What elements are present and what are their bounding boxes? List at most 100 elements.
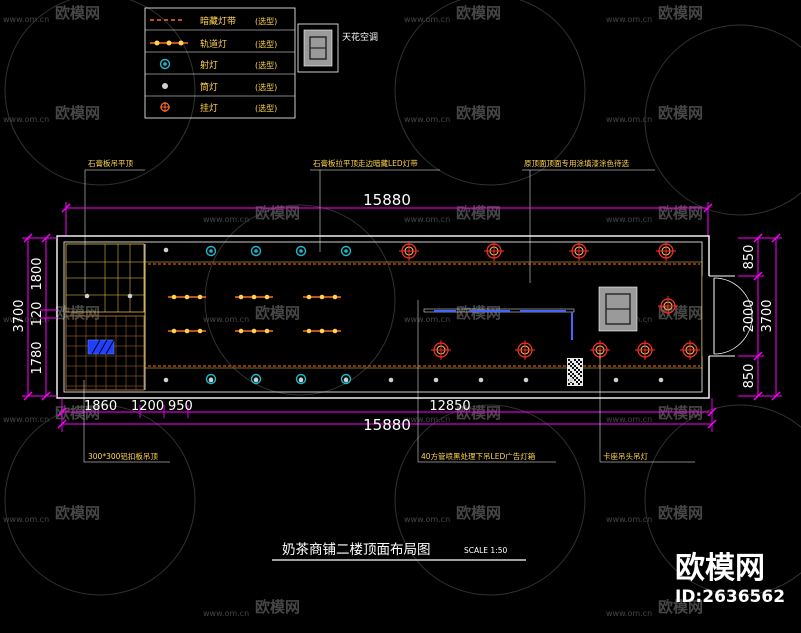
left-dimension: 3700 1800 120 1780: [12, 233, 57, 401]
watermark-site-text: www.om.cn: [203, 609, 249, 618]
qr-dot: [578, 383, 580, 385]
qr-dot: [574, 365, 576, 367]
qr-dot: [574, 369, 576, 371]
qr-dot: [576, 371, 578, 373]
title-scale: SCALE 1:50: [464, 546, 507, 555]
qr-dot: [570, 365, 572, 367]
watermark-site-text: www.om.cn: [606, 609, 652, 618]
qr-dot: [580, 361, 582, 363]
watermark-site-text: www.om.cn: [606, 215, 652, 224]
downlight: [568, 377, 574, 383]
qr-dot: [580, 365, 582, 367]
dim-right-seg2: 2000: [742, 299, 757, 332]
watermark-brand-text: 欧模网: [456, 304, 501, 322]
watermark-circle: [4, 0, 196, 186]
downlight: [523, 377, 529, 383]
watermark-brand-text: 欧模网: [456, 504, 501, 522]
qr-dot: [578, 363, 580, 365]
downlight: [433, 377, 439, 383]
dim-right-total: 3700: [760, 299, 775, 332]
legend-frame: [144, 7, 296, 119]
qr-dot: [580, 381, 582, 383]
watermark-brand-text: 欧模网: [255, 598, 300, 616]
spotlight: [205, 245, 217, 257]
spotlight: [295, 245, 307, 257]
watermark-circle: [644, 24, 801, 216]
ac-label: 天花空调: [342, 31, 378, 43]
pendant-light: [484, 241, 504, 261]
watermark-site-text: www.om.cn: [203, 315, 249, 324]
qr-dot: [576, 381, 578, 383]
top-annotations: 石膏板吊平顶 石膏板拉平顶走边暗藏LED灯带 原顶面顶面专用涂填漆涂色待选: [84, 158, 655, 293]
watermark-brand-text: 欧模网: [255, 204, 300, 222]
downlight-symbol: [162, 83, 168, 89]
qr-dot: [572, 363, 574, 365]
watermark-site-text: www.om.cn: [404, 515, 450, 524]
watermark-site-text: www.om.cn: [404, 415, 450, 424]
downlight: [163, 247, 169, 253]
watermark-site-text: www.om.cn: [3, 315, 49, 324]
watermark-brand-text: 欧模网: [658, 504, 703, 522]
annotation-pendant: 卡座吊头吊灯: [603, 451, 648, 461]
track-light-symbol: [150, 40, 188, 46]
qr-dot: [580, 371, 582, 373]
legend-note: (选型): [255, 39, 277, 49]
watermark-brand-text: 欧模网: [658, 404, 703, 422]
pendant-light: [658, 296, 678, 316]
qr-dot: [568, 363, 570, 365]
watermark-site-text: www.om.cn: [606, 415, 652, 424]
pendant-light: [431, 340, 451, 360]
qr-dot: [570, 371, 572, 373]
watermark-site-text: www.om.cn: [3, 15, 49, 24]
pendant-light: [399, 241, 419, 261]
annotation-lightbox: 40方管喷黑处理下吊LED广告灯箱: [421, 451, 536, 461]
watermark-circle: [394, 404, 586, 596]
door-swing: [713, 277, 753, 317]
qr-dot: [568, 369, 570, 371]
watermark-site-text: www.om.cn: [606, 15, 652, 24]
watermark-brand-text: 欧模网: [456, 404, 501, 422]
watermark-site-text: www.om.cn: [3, 515, 49, 524]
legend-note: (选型): [255, 103, 277, 113]
watermark-brand-text: 欧模网: [255, 304, 300, 322]
pendant-light: [680, 340, 700, 360]
legend-note: (选型): [255, 82, 277, 92]
dim-top-total: 15880: [363, 191, 411, 209]
qr-dot: [570, 375, 572, 377]
aluminium-grid-ceiling: [65, 315, 145, 391]
watermark-labels: 欧模网 www.om.cn 欧模网 www.om.cn 欧模网 www.om.cn 欧模网 w…: [3, 4, 703, 618]
dim-bottom-total: 15880: [363, 416, 411, 434]
watermark-site-text: www.om.cn: [404, 115, 450, 124]
track-light: [303, 328, 341, 334]
bottom-dimension: 1860 1200 950 12850 15880: [57, 398, 717, 434]
floor-outline: [56, 235, 753, 399]
legend-label: 挂灯: [200, 102, 218, 114]
downlight: [343, 377, 349, 383]
brand-logo-text: 欧模网: [675, 551, 765, 586]
track-light: [303, 294, 341, 300]
track-light: [235, 294, 273, 300]
legend-note: (选型): [255, 16, 277, 26]
qr-dot: [574, 359, 576, 361]
spotlight: [250, 245, 262, 257]
stair-area: [65, 243, 145, 313]
qr-dot: [578, 369, 580, 371]
qr-dot: [576, 377, 578, 379]
downlight: [388, 377, 394, 383]
track-light: [168, 294, 206, 300]
qr-dot: [568, 359, 570, 361]
dim-seg-2: 1200: [131, 399, 164, 414]
qr-dot: [578, 373, 580, 375]
dim-left-seg1: 1800: [30, 257, 45, 290]
legend-label: 轨道灯: [200, 38, 227, 50]
watermark-brand-text: 欧模网: [456, 204, 501, 222]
pendant-light: [569, 241, 589, 261]
spotlight: [340, 245, 352, 257]
track-light: [168, 328, 206, 334]
brand-id: ID:2636562: [675, 587, 785, 607]
qr-dot: [568, 383, 570, 385]
watermark-brand-text: 欧模网: [55, 504, 100, 522]
dim-left-seg3: 1780: [30, 341, 45, 374]
